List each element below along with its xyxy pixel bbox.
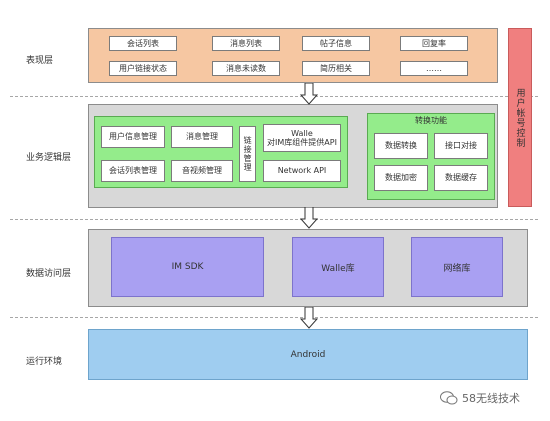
convert-box: 数据缓存 — [434, 165, 488, 191]
layer-label-business: 业务逻辑层 — [26, 153, 72, 163]
presentation-box: …… — [400, 61, 468, 76]
walle-lib-box: Walle库 — [292, 237, 384, 297]
convert-box: 接口对接 — [434, 133, 488, 159]
convert-box: 数据转换 — [374, 133, 428, 159]
presentation-box: 帖子信息 — [302, 36, 370, 51]
account-control-sidebar: 用户帐号控制 — [508, 28, 532, 207]
business-box: 用户信息管理 — [101, 126, 165, 148]
presentation-box: 消息列表 — [212, 36, 280, 51]
android-label: Android — [290, 349, 326, 360]
business-box: 会话列表管理 — [101, 160, 165, 182]
layer-label-runtime: 运行环境 — [26, 357, 63, 367]
convert-title: 转换功能 — [415, 116, 447, 125]
down-arrow-icon — [300, 83, 318, 105]
presentation-box: 用户链接状态 — [109, 61, 177, 76]
separator-line — [10, 219, 538, 220]
down-arrow-icon — [300, 307, 318, 329]
separator-line — [10, 317, 538, 318]
wechat-icon — [440, 391, 458, 405]
down-arrow-icon — [300, 207, 318, 229]
presentation-box: 消息未读数 — [212, 61, 280, 76]
im-sdk-box: IM SDK — [111, 237, 264, 297]
account-control-label: 用户帐号控制 — [514, 87, 525, 148]
layer-label-presentation: 表现层 — [26, 56, 54, 66]
network-lib-box: 网络库 — [411, 237, 503, 297]
watermark-text: 58无线技术 — [462, 392, 520, 405]
business-box: 音视频管理 — [171, 160, 233, 182]
watermark: 58无线技术 — [440, 390, 520, 406]
walle-api-box: Walle 对IM库组件提供API — [263, 124, 341, 152]
presentation-box: 简历相关 — [302, 61, 370, 76]
presentation-box: 会话列表 — [109, 36, 177, 51]
link-manager-box: 链接管理 — [239, 126, 256, 182]
layer-label-data-access: 数据访问层 — [26, 269, 72, 279]
separator-line — [10, 96, 538, 97]
presentation-box: 回复率 — [400, 36, 468, 51]
convert-box: 数据加密 — [374, 165, 428, 191]
network-api-box: Network API — [263, 160, 341, 182]
business-box: 消息管理 — [171, 126, 233, 148]
android-runtime: Android — [88, 329, 528, 380]
